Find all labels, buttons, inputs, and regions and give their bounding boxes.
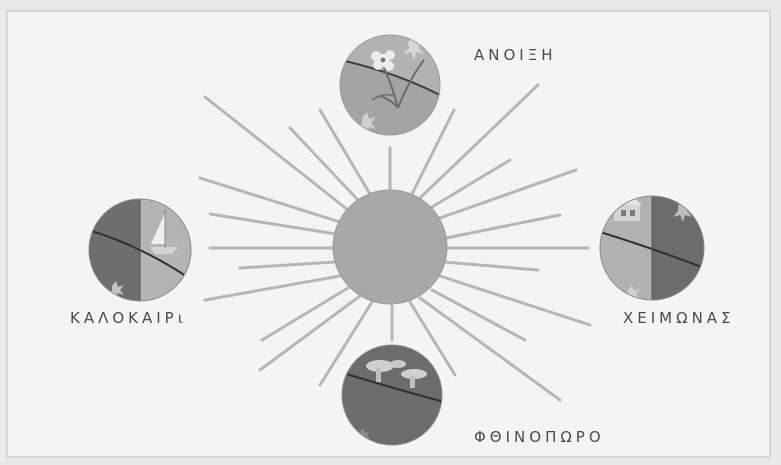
winter-label: ΧΕΙΜΩΝΑΣ [623, 309, 735, 327]
sun-ray [432, 290, 525, 340]
sun [333, 190, 447, 304]
sun-ray [446, 215, 560, 238]
sun-ray [444, 262, 538, 270]
sun-ray [240, 262, 335, 268]
sun-ray [440, 276, 590, 325]
sun-ray [205, 276, 340, 300]
autumn-label: ΦΘΙΝΟΠΩΡΟ [474, 428, 605, 446]
sun-ray [210, 214, 336, 234]
spring-globe [330, 30, 450, 150]
sun-ray [440, 170, 576, 218]
house-icon [612, 188, 642, 221]
summer-label: ΚΑΛΟΚΑΙΡι [70, 309, 187, 327]
autumn-globe [340, 343, 444, 447]
spring-label: ΑΝΟΙΞΗ [474, 46, 556, 64]
sun-ray [432, 160, 510, 207]
sun-ray [205, 97, 348, 210]
